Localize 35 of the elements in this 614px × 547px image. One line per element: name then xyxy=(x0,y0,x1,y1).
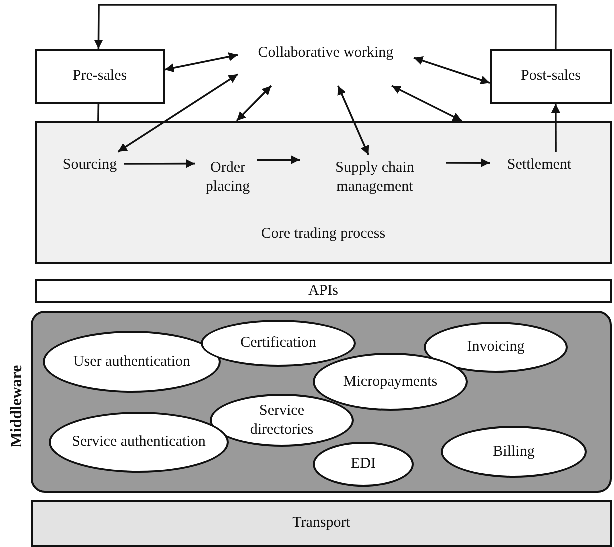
arrow xyxy=(124,159,195,168)
layer-title: Transport xyxy=(292,514,350,533)
arrow xyxy=(338,86,370,156)
process-label: Order placing xyxy=(204,159,252,197)
arrow xyxy=(551,104,560,152)
service-label: EDI xyxy=(350,455,377,474)
layer-title: Core trading process xyxy=(260,225,387,244)
process-box xyxy=(490,49,612,104)
arrow xyxy=(164,52,238,73)
process-panel xyxy=(35,121,612,264)
process-label: Supply chain management xyxy=(334,159,416,197)
layer-title: APIs xyxy=(308,282,338,300)
service-label: User authentication xyxy=(72,352,192,372)
service-label: Invoicing xyxy=(466,338,526,357)
service-label: Service authentication xyxy=(71,433,207,452)
layer-bar xyxy=(35,279,612,303)
process-label: Settlement xyxy=(507,156,572,175)
service-label: Certification xyxy=(240,334,318,353)
box-label: Pre-sales xyxy=(72,67,128,86)
arrow xyxy=(257,156,300,165)
arrow xyxy=(236,85,272,122)
process-box xyxy=(35,49,165,104)
arrow xyxy=(94,4,557,49)
layer-bar xyxy=(31,500,612,547)
box-label: Post-sales xyxy=(521,67,581,86)
process-label: Sourcing xyxy=(62,156,118,175)
arrow xyxy=(414,56,490,85)
process-label: Collaborative working xyxy=(258,44,394,63)
service-label: Micropayments xyxy=(342,372,439,392)
layer-title: Middleware xyxy=(8,364,26,450)
service-label: Billing xyxy=(492,442,536,462)
arrow xyxy=(392,85,462,122)
arrow xyxy=(446,158,490,168)
arrow xyxy=(118,74,238,153)
service-label: Service directories xyxy=(249,402,315,440)
